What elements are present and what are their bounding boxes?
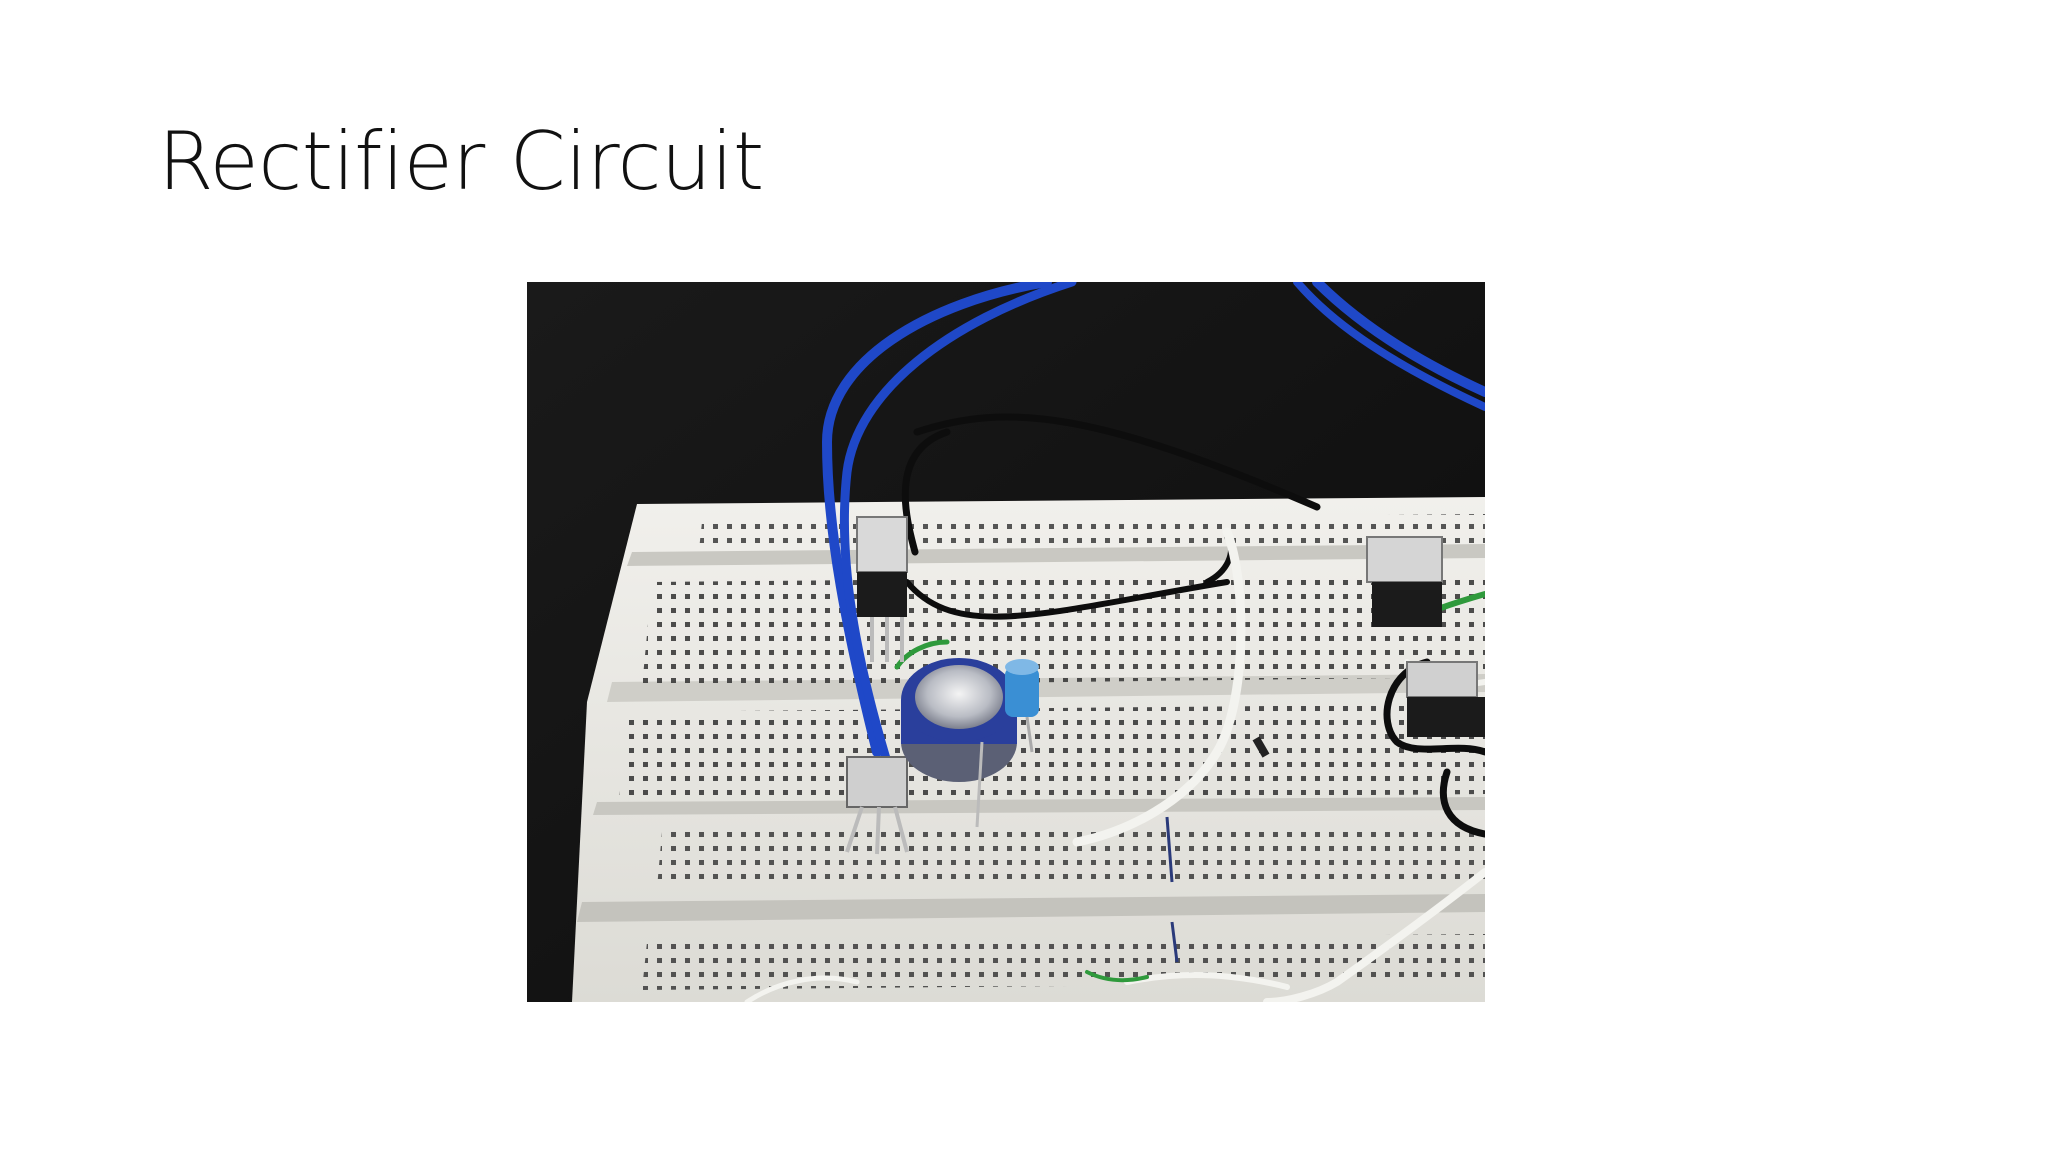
large-capacitor xyxy=(901,658,1017,828)
regulators-right xyxy=(1366,536,1485,737)
resistor xyxy=(1252,736,1270,758)
blue-wires xyxy=(821,282,1485,767)
regulator-top xyxy=(856,516,908,662)
slide-title: Rectifier Circuit xyxy=(158,115,764,208)
breadboard-illustration xyxy=(527,282,1485,1002)
black-wires xyxy=(901,413,1485,838)
breadboard xyxy=(572,497,1485,1002)
regulator-bottom xyxy=(845,756,909,855)
small-capacitor xyxy=(1005,659,1039,753)
breadboard-photo xyxy=(527,282,1485,1002)
